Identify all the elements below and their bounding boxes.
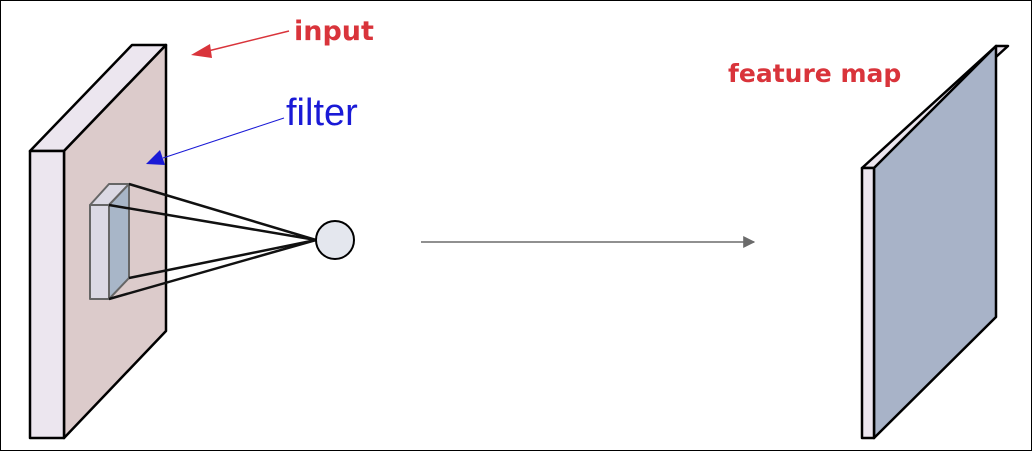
input-pointer-arrow [191,30,290,58]
filter-box-front-face [108,183,130,300]
connector-line [128,182,317,242]
feature-map-volume [860,44,1010,440]
connector-line [108,203,317,242]
feature-map-side-face [860,166,876,440]
input-volume-side-face [28,149,66,440]
input-label: input [294,16,374,47]
output-neuron [315,220,355,260]
filter-pointer-arrow [146,117,285,165]
connector-line [108,238,317,301]
feature-map-label: feature map [728,59,902,88]
filter-connectors [108,182,317,301]
filter-label: filter [286,92,358,134]
filter-box-side-face [89,204,110,300]
filter-box [89,183,130,300]
connector-line [128,238,317,280]
